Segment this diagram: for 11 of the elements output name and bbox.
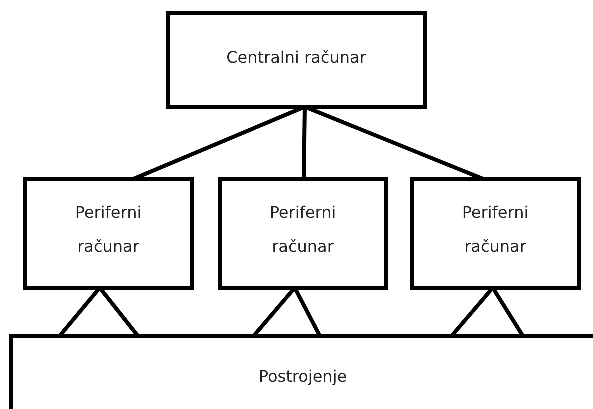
process-box [23,177,194,290]
connector-line [302,106,307,180]
process-box [410,177,581,290]
box-label: Postrojenje [258,366,348,388]
box-label: Periferni računar [74,202,143,258]
process-box [166,11,427,109]
box-label: Periferni računar [268,202,338,258]
box-label: Centralni računar [226,47,366,69]
box-label: Periferni računar [461,202,530,258]
process-box [218,177,388,290]
process-box [9,334,593,409]
